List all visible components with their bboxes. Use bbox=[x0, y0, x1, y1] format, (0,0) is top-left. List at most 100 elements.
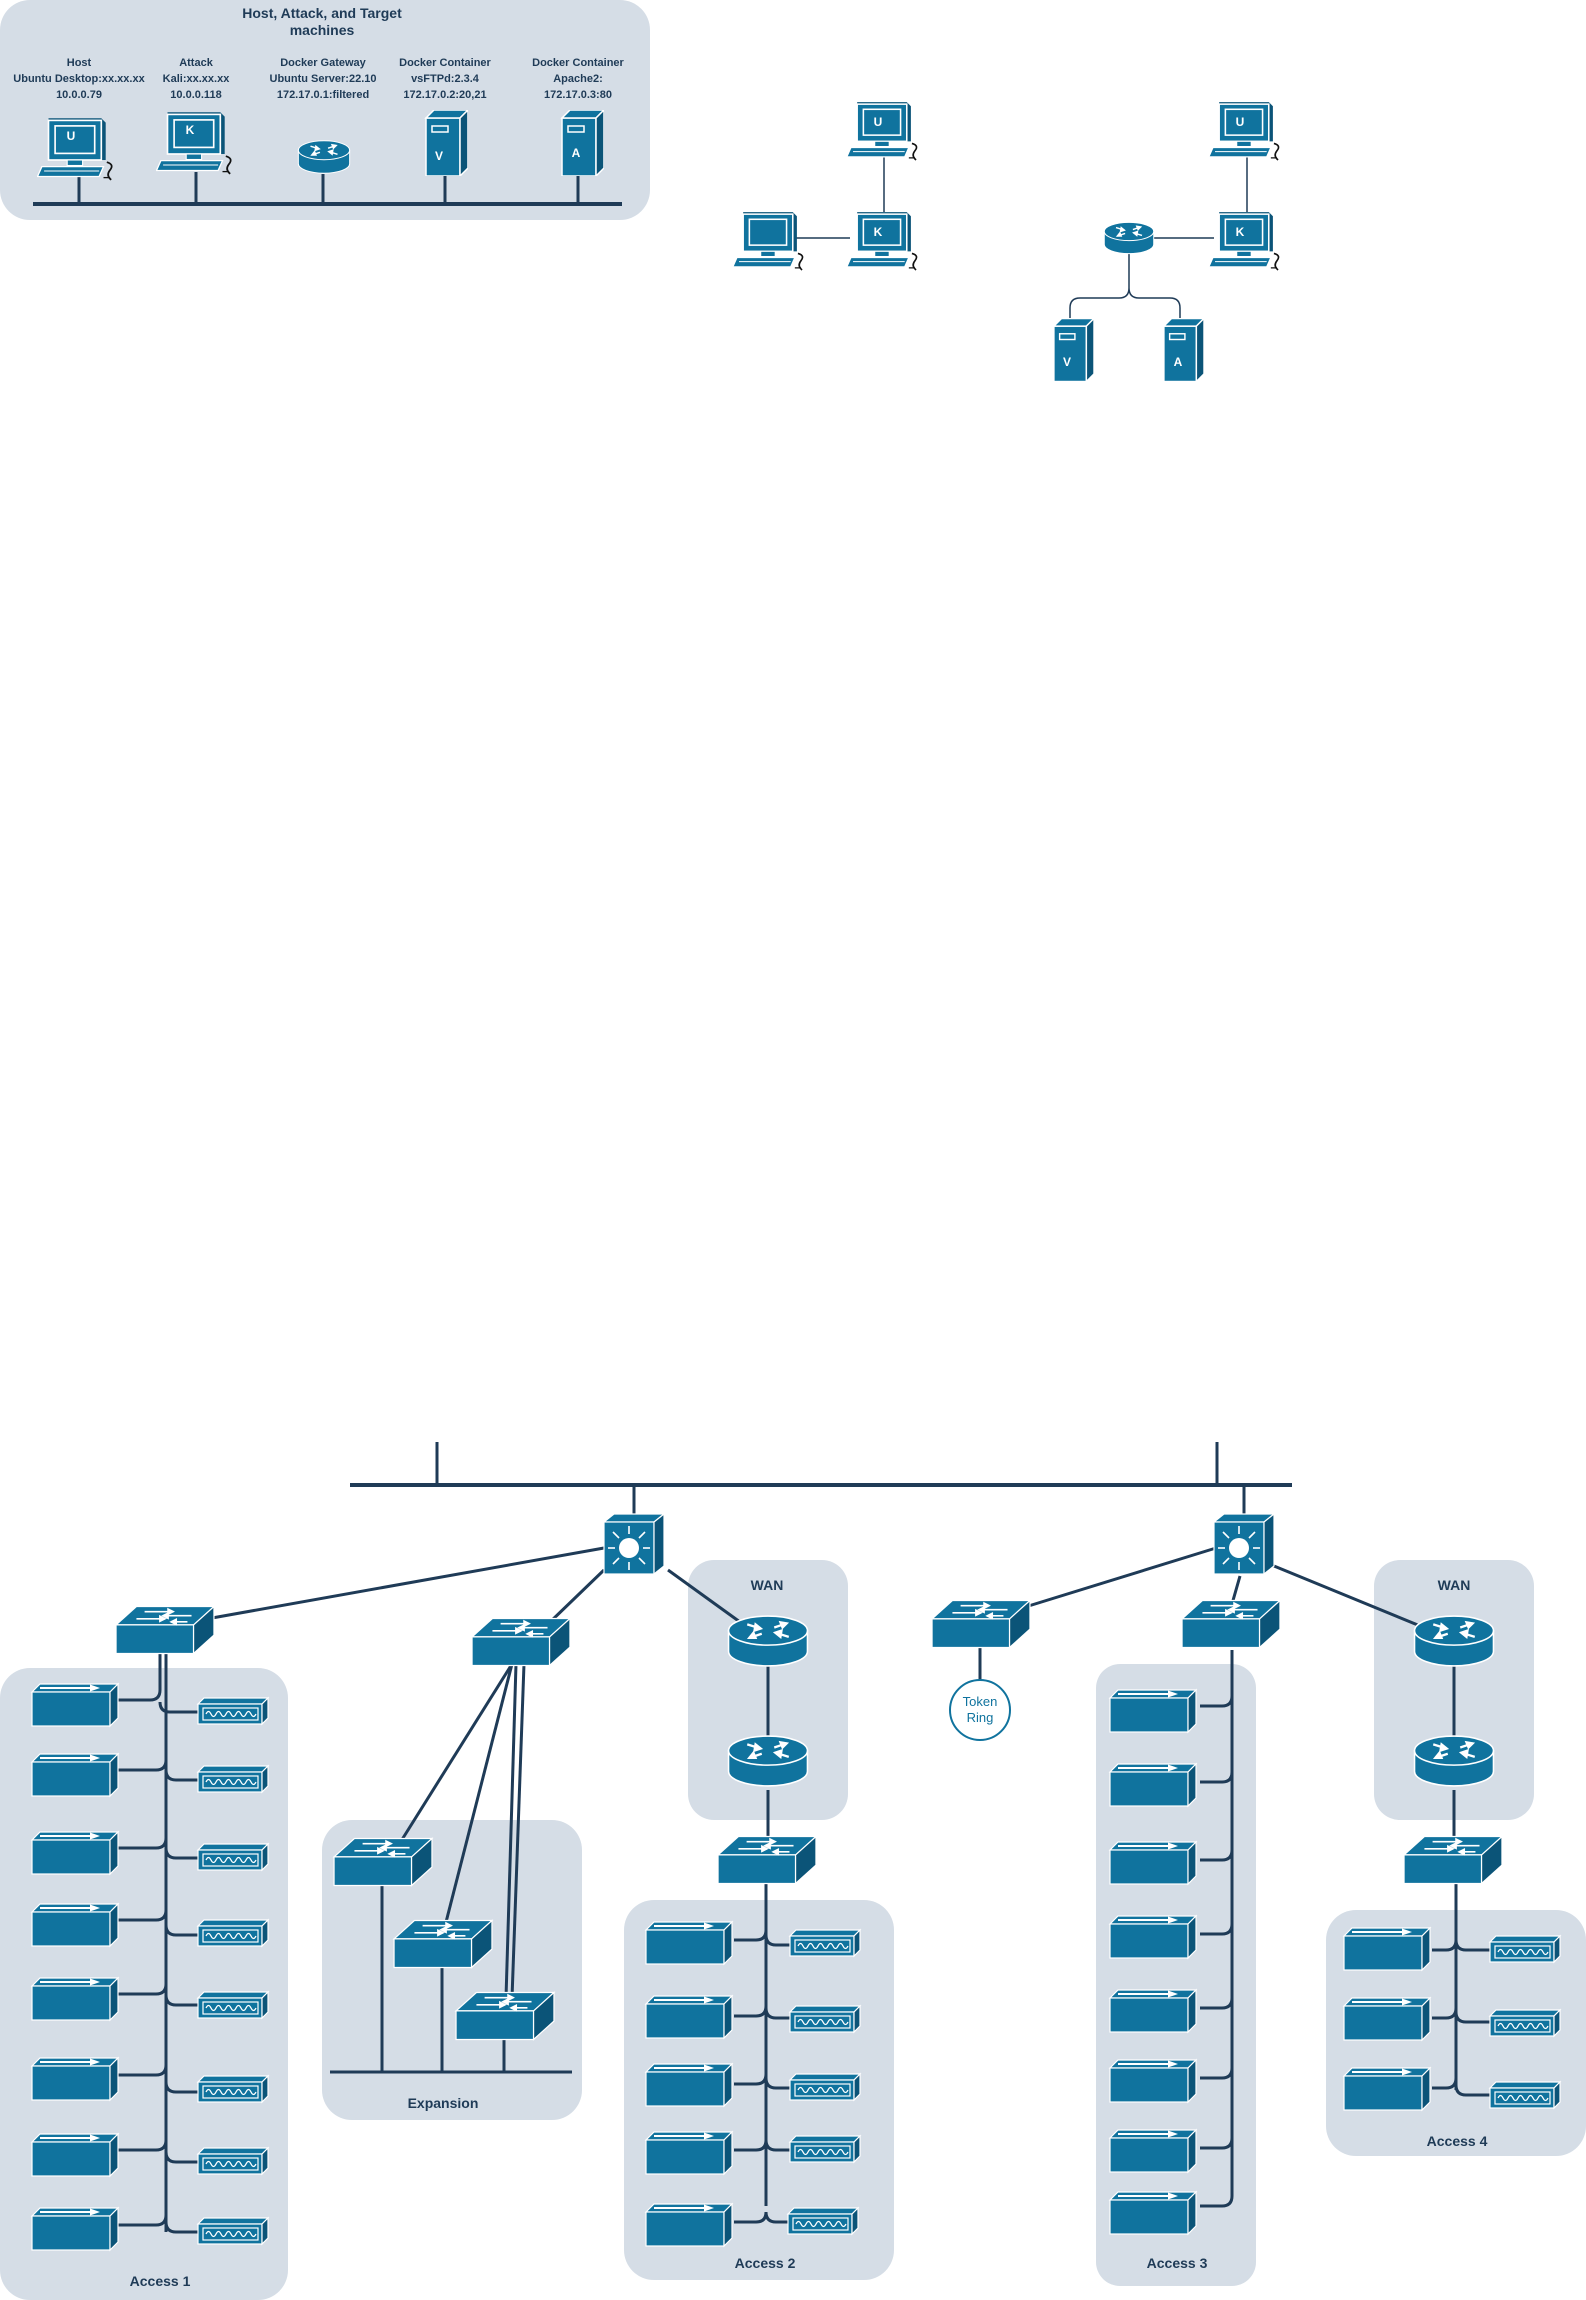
access2-switch-icon[interactable] bbox=[717, 1835, 817, 1885]
mini2-router-icon[interactable] bbox=[1103, 221, 1155, 255]
access4-label: Access 4 bbox=[1427, 2133, 1488, 2149]
access-server-icon bbox=[1109, 1841, 1197, 1885]
apache-server-icon[interactable] bbox=[561, 110, 604, 176]
vsftpd-server-icon[interactable] bbox=[425, 110, 468, 176]
token-ring-node[interactable]: Token Ring bbox=[949, 1679, 1011, 1741]
access-server-icon bbox=[1343, 1997, 1431, 2041]
access-server-icon bbox=[645, 2063, 733, 2107]
expansion-switch-3-icon[interactable] bbox=[455, 1991, 555, 2041]
core-links bbox=[211, 1546, 1456, 2074]
device-letter: K bbox=[186, 123, 195, 137]
modem-icon bbox=[197, 2075, 269, 2103]
device-letter: K bbox=[874, 225, 883, 239]
wan-right-router-2-icon[interactable] bbox=[1413, 1734, 1495, 1788]
access-server-icon bbox=[1109, 1763, 1197, 1807]
modem-icon bbox=[789, 2005, 861, 2033]
access-server-icon bbox=[1343, 2067, 1431, 2111]
expansion-switch-icon[interactable] bbox=[471, 1617, 571, 1667]
device-letter: U bbox=[874, 115, 883, 129]
wan-right-label: WAN bbox=[1438, 1577, 1471, 1593]
access3-links bbox=[1200, 1650, 1234, 2208]
access3-label: Access 3 bbox=[1147, 2255, 1208, 2271]
access-server-icon bbox=[31, 1683, 119, 1727]
access2-links bbox=[734, 1880, 790, 2224]
device-letter: V bbox=[1063, 355, 1071, 369]
mini1-u-workstation-icon[interactable]: U bbox=[846, 101, 918, 161]
machine-ip: 172.17.0.3:80 bbox=[544, 89, 612, 101]
mini1-plain-workstation-icon[interactable] bbox=[732, 211, 804, 271]
modem-icon bbox=[197, 1697, 269, 1725]
group-title-line2: machines bbox=[290, 22, 355, 38]
modem-icon bbox=[197, 2217, 269, 2245]
modem-icon bbox=[1489, 2081, 1561, 2109]
access-server-icon bbox=[1109, 1989, 1197, 2033]
access4-links bbox=[1432, 1880, 1492, 2097]
access1-switch-icon[interactable] bbox=[115, 1605, 215, 1655]
group-access2-bg bbox=[624, 1900, 894, 2280]
expansion-switch-2-icon[interactable] bbox=[393, 1919, 493, 1969]
access-server-icon bbox=[1109, 2191, 1197, 2235]
access-server-icon bbox=[1343, 1927, 1431, 1971]
machine-label-gateway: Docker Gateway Ubuntu Server:22.10 172.1… bbox=[270, 57, 377, 101]
modem-icon bbox=[197, 1765, 269, 1793]
modem-icon bbox=[197, 2147, 269, 2175]
mini2-u-workstation-icon[interactable]: U bbox=[1208, 101, 1280, 161]
access4-switch-icon[interactable] bbox=[1403, 1835, 1503, 1885]
mini2-v-server-icon[interactable]: V bbox=[1053, 318, 1094, 382]
access-server-icon bbox=[31, 1831, 119, 1875]
machine-role: Host bbox=[67, 57, 92, 69]
access1-links bbox=[118, 1650, 200, 2234]
access-server-icon bbox=[1109, 1689, 1197, 1733]
modem-icon bbox=[789, 2073, 861, 2101]
modem-icon bbox=[789, 2135, 861, 2163]
access-server-icon bbox=[1109, 2129, 1197, 2173]
mini1-k-workstation-icon[interactable]: K bbox=[846, 211, 918, 271]
docker-gateway-router-icon[interactable] bbox=[297, 139, 351, 175]
machine-ip: 172.17.0.1:filtered bbox=[277, 89, 369, 101]
attack-workstation-icon[interactable]: K bbox=[156, 111, 232, 175]
group-title-line1: Host, Attack, and Target bbox=[242, 5, 402, 21]
modem-icon bbox=[1489, 2009, 1561, 2037]
mini2-a-server-icon[interactable]: A bbox=[1163, 318, 1204, 382]
machine-os: vsFTPd:2.3.4 bbox=[411, 73, 480, 85]
access3-switch-icon[interactable] bbox=[1181, 1599, 1281, 1649]
machine-os: Ubuntu Desktop:xx.xx.xx bbox=[13, 73, 145, 85]
access-server-icon bbox=[31, 2207, 119, 2251]
device-letter: U bbox=[1236, 115, 1245, 129]
device-letter: K bbox=[1236, 225, 1245, 239]
expansion-switch-1-icon[interactable] bbox=[333, 1837, 433, 1887]
expansion-label: Expansion bbox=[408, 2095, 479, 2111]
wan-left-label: WAN bbox=[751, 1577, 784, 1593]
host-workstation-icon[interactable]: U bbox=[37, 117, 113, 181]
wan-right-router-1-icon[interactable] bbox=[1413, 1614, 1495, 1668]
machine-label-apache: Docker Container Apache2: 172.17.0.3:80 bbox=[532, 57, 624, 101]
access-server-icon bbox=[645, 1921, 733, 1965]
wan-left-router-1-icon[interactable] bbox=[727, 1614, 809, 1668]
access-server-icon bbox=[645, 2203, 733, 2247]
modem-icon bbox=[789, 1929, 861, 1957]
access2-label: Access 2 bbox=[735, 2255, 796, 2271]
modem-icon bbox=[197, 1919, 269, 1947]
core-l3-switch-left-icon[interactable] bbox=[603, 1513, 665, 1575]
access1-label: Access 1 bbox=[130, 2273, 191, 2289]
wan-left-router-2-icon[interactable] bbox=[727, 1734, 809, 1788]
device-letter: A bbox=[1174, 355, 1183, 369]
core-l3-switch-right-icon[interactable] bbox=[1213, 1513, 1275, 1575]
link-line bbox=[1069, 252, 1181, 322]
device-letter: A bbox=[572, 146, 581, 160]
token-ring-switch-icon[interactable] bbox=[931, 1599, 1031, 1649]
token-ring-label-line1: Token bbox=[963, 1694, 998, 1709]
machine-label-host: Host Ubuntu Desktop:xx.xx.xx 10.0.0.79 bbox=[13, 57, 145, 101]
top-machines-group: Host, Attack, and Target machines Host U… bbox=[0, 0, 650, 220]
token-ring-circle bbox=[949, 1679, 1011, 1741]
modem-icon bbox=[197, 1991, 269, 2019]
access-server-icon bbox=[31, 2057, 119, 2101]
modem-icon bbox=[787, 2207, 859, 2235]
machine-role: Attack bbox=[179, 57, 214, 69]
machine-ip: 10.0.0.118 bbox=[170, 89, 221, 101]
machine-os: Kali:xx.xx.xx bbox=[163, 73, 231, 85]
enterprise-network: Token Ring bbox=[0, 1442, 1586, 2300]
mini2-k-workstation-icon[interactable]: K bbox=[1208, 211, 1280, 271]
machine-ip: 10.0.0.79 bbox=[56, 89, 102, 101]
